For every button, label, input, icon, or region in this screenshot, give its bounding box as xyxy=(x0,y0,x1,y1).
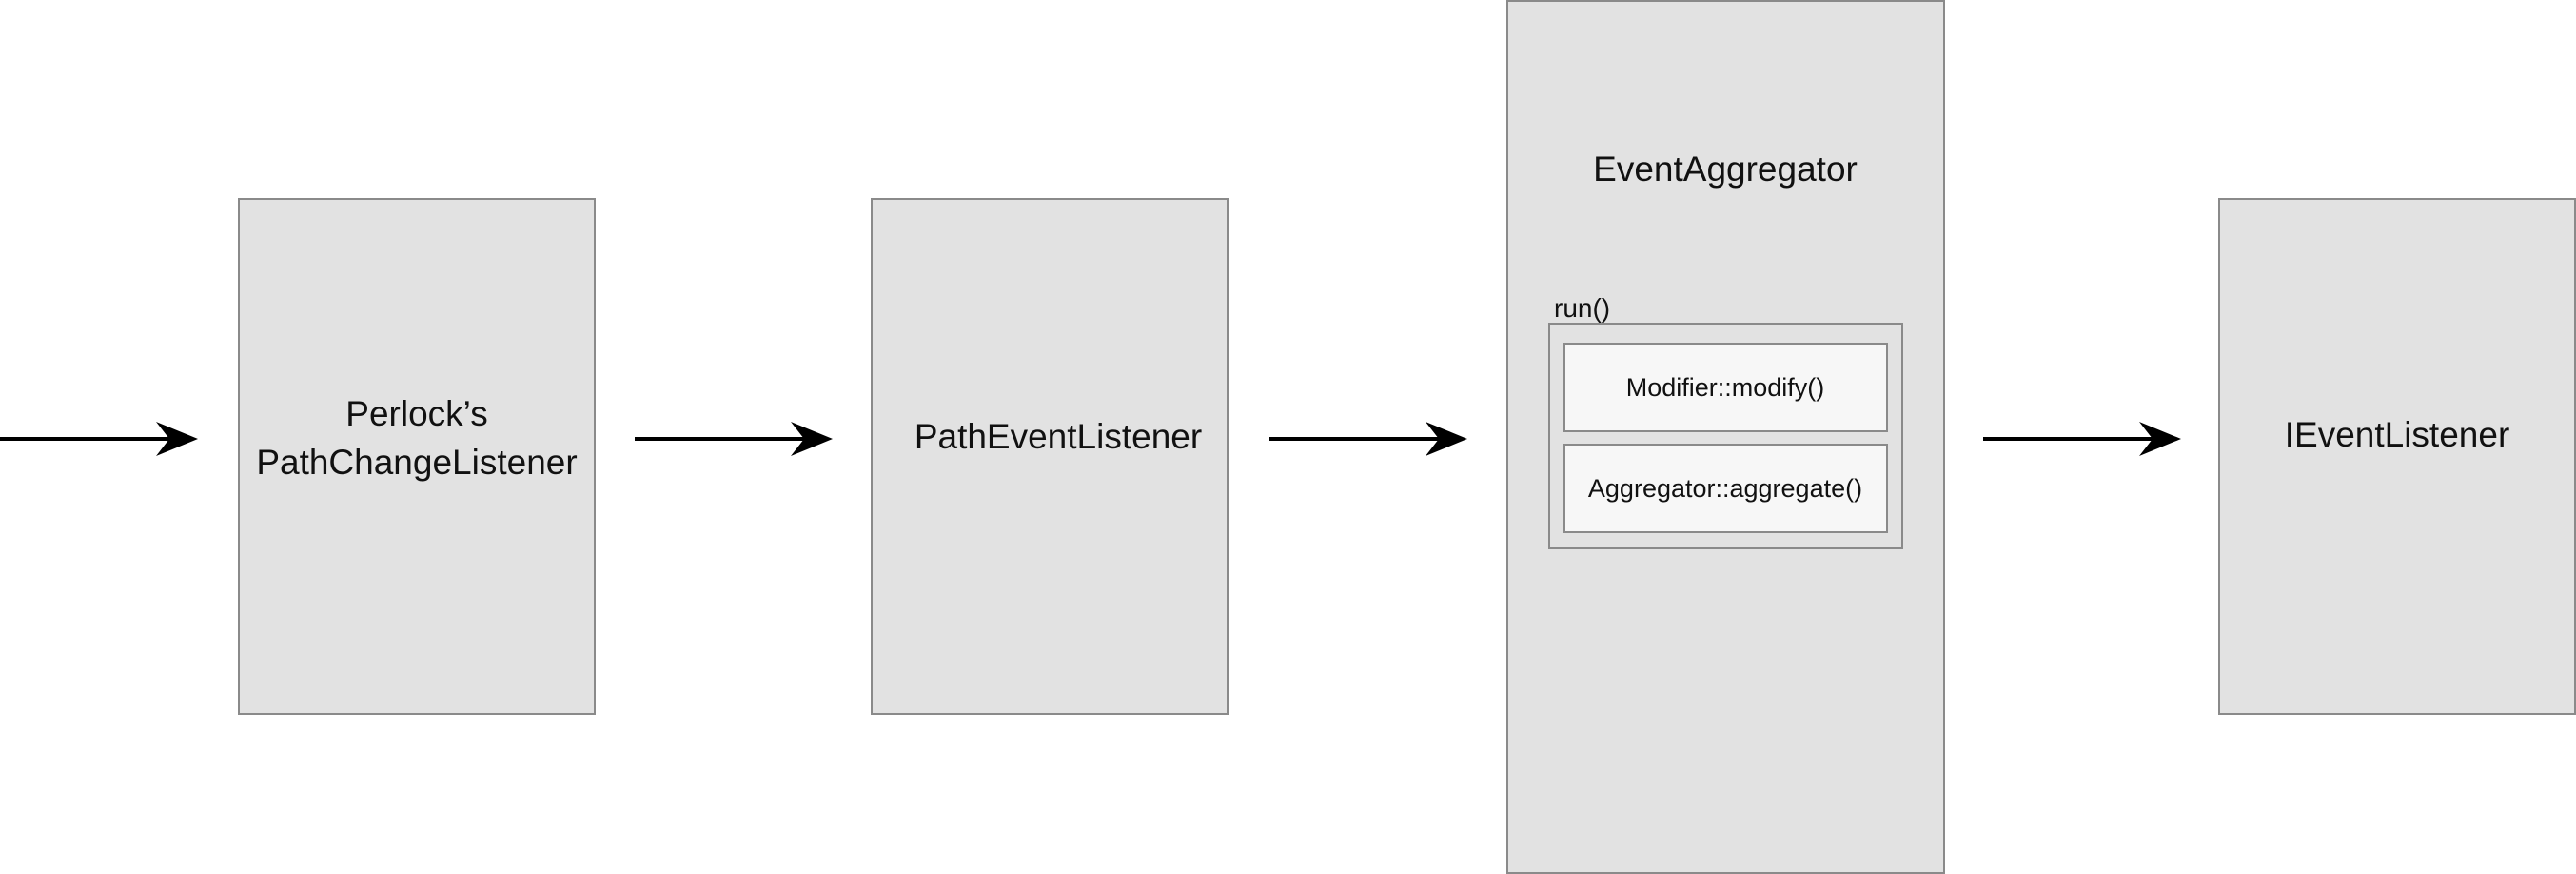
path-event-listener-label: PathEventListener xyxy=(914,417,1202,456)
node-path-event-listener: PathEventListener xyxy=(871,198,1229,715)
arrow-path-event-listener-to-event-aggregator xyxy=(1269,422,1467,456)
method-aggregator-aggregate-label: Aggregator::aggregate() xyxy=(1588,474,1862,503)
arrow-perlock-to-path-event-listener xyxy=(635,422,833,456)
event-aggregator-label: EventAggregator xyxy=(1593,149,1858,189)
arrow-event-aggregator-to-i-event-listener xyxy=(1983,422,2181,456)
run-method-group: Modifier::modify() Aggregator::aggregate… xyxy=(1548,323,1903,549)
node-perlock-path-change-listener: Perlock’s PathChangeListener xyxy=(238,198,596,715)
i-event-listener-label: IEventListener xyxy=(2285,415,2510,454)
node-i-event-listener: IEventListener xyxy=(2218,198,2576,715)
method-modifier-modify: Modifier::modify() xyxy=(1563,343,1888,432)
method-aggregator-aggregate: Aggregator::aggregate() xyxy=(1563,444,1888,533)
perlock-label-line1: Perlock’s xyxy=(345,394,487,433)
run-method-label: run() xyxy=(1554,293,1610,323)
perlock-label-line2: PathChangeListener xyxy=(256,443,577,482)
method-modifier-modify-label: Modifier::modify() xyxy=(1626,373,1825,402)
arrow-into-perlock xyxy=(0,422,198,456)
node-event-aggregator: EventAggregator run() Modifier::modify()… xyxy=(1506,0,1945,874)
